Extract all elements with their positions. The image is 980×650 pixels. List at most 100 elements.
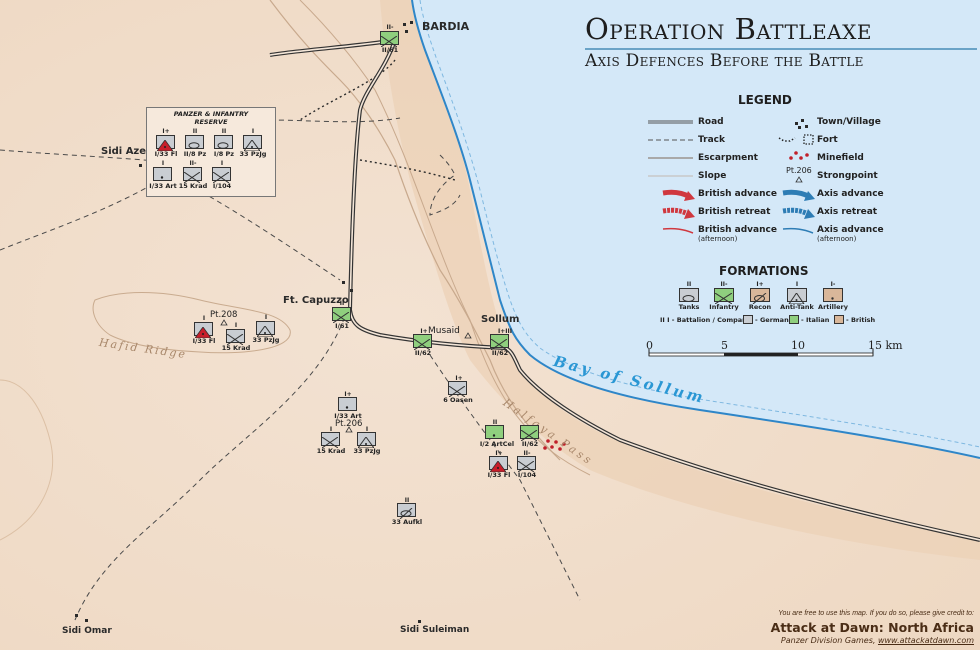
flak-icon	[489, 456, 508, 473]
strongpoints	[220, 319, 472, 433]
unit-size: II-	[523, 450, 531, 457]
slope-line	[0, 379, 54, 541]
infantry-icon	[490, 334, 509, 351]
unit-label: 33 PzJg	[353, 447, 381, 455]
unit-label: 15 Krad	[221, 344, 251, 352]
credit-line1: You are free to use this map. If you do …	[778, 610, 974, 617]
formation-tanks-size: II	[686, 281, 692, 288]
british-key: - British	[846, 316, 876, 324]
place-ft-capuzzo: Ft. Capuzzo	[283, 295, 349, 306]
unit-label: 15 Krad	[316, 447, 346, 455]
unit-label: I/8 Pz	[213, 150, 235, 158]
legend-symbols	[648, 119, 815, 234]
unit-label: 15 Krad	[178, 182, 208, 190]
unit-label: II/62	[491, 349, 509, 357]
unit-label: I/33 Art	[149, 182, 177, 190]
legend-heading: LEGEND	[738, 93, 792, 107]
unit-label: I/33 Fl	[154, 150, 178, 158]
legend-town: Town/Village	[817, 117, 881, 127]
legend-british-advance: British advance	[698, 189, 777, 199]
legend-axis-afternoon-sub: (afternoon)	[817, 235, 857, 243]
unit-size: I	[329, 426, 333, 433]
scale-10: 10	[791, 339, 805, 352]
map-title: Operation Battleaxe Axis Defences Before…	[585, 12, 977, 72]
german-swatch-icon	[743, 315, 753, 324]
infantry-icon	[183, 167, 202, 184]
recon-icon	[397, 503, 416, 520]
flak-icon	[156, 135, 175, 152]
unit-size: I+	[420, 328, 428, 335]
infantry-icon	[520, 425, 539, 442]
title-subtitle: Axis Defences Before the Battle	[585, 51, 864, 71]
formations-heading: FORMATIONS	[719, 264, 809, 278]
reserve-title-line2: RESERVE	[194, 118, 228, 126]
antitank-icon	[256, 321, 275, 338]
scale-15km: 15 km	[868, 339, 903, 352]
unit-size: II	[192, 128, 198, 135]
place-pt208: Pt.208	[210, 310, 238, 320]
artillery-icon	[338, 397, 357, 411]
escarpment-line	[269, 0, 561, 461]
unit-size: I+III	[498, 328, 512, 335]
place-sidi-azeiz: Sidi Azeiz	[101, 146, 156, 157]
unit-size: I	[161, 160, 165, 167]
credit-title: Attack at Dawn: North Africa	[770, 620, 974, 635]
unit-label: 33 PzJg	[239, 150, 267, 158]
reserve-title: PANZER & INFANTRY RESERVE	[147, 110, 275, 126]
panzer-infantry-reserve-box: PANZER & INFANTRY RESERVE	[146, 107, 276, 197]
unit-size: I	[365, 426, 369, 433]
place-sidi-omar: Sidi Omar	[62, 626, 112, 636]
unit-size: II	[339, 300, 345, 307]
unit-size: I+	[495, 450, 503, 457]
formation-antitank-size: I	[795, 281, 799, 288]
unit-label: I/33 Fl	[487, 471, 511, 479]
coast-shallows	[419, 0, 980, 448]
legend-slope: Slope	[698, 171, 727, 181]
unit-label: I/104	[212, 182, 232, 190]
minefield	[543, 439, 566, 451]
recon-symbol-icon	[750, 288, 770, 305]
unit-size: II	[221, 128, 227, 135]
unit-label: I/2 ArtCel	[479, 440, 515, 448]
legend-axis-afternoon-label: Axis advance	[817, 225, 884, 235]
legend-axis-advance: Axis advance	[817, 189, 884, 199]
legend-british-afternoon-sub: (afternoon)	[698, 235, 738, 243]
legend-escarpment: Escarpment	[698, 153, 758, 163]
infantry-icon	[448, 381, 467, 398]
unit-size: I	[234, 322, 238, 329]
scale-5: 5	[721, 339, 728, 352]
british-swatch-icon	[834, 315, 844, 324]
infantry-icon	[332, 307, 351, 324]
formation-artillery-size: I-	[830, 281, 836, 288]
unit-size: I+	[162, 128, 170, 135]
artillery-icon	[485, 425, 504, 439]
artillery-symbol-icon	[823, 288, 843, 302]
hafid-ridge-contour	[92, 292, 291, 354]
unit-size: I+	[344, 391, 352, 398]
legend-british-retreat: British retreat	[698, 207, 771, 217]
infantry-icon	[413, 334, 432, 351]
legend-axis-afternoon: Axis advance (afternoon)	[817, 225, 884, 243]
unit-size: I	[202, 315, 206, 322]
legend-strongpoint: Strongpoint	[817, 171, 878, 181]
formation-artillery-label: Artillery	[818, 303, 848, 311]
credit-website-link[interactable]: www.attackatdawn.com	[877, 636, 974, 645]
sea-area	[412, 0, 980, 458]
legend-axis-retreat: Axis retreat	[817, 207, 878, 217]
tanks-icon	[185, 135, 204, 149]
coastal-plain	[380, 0, 980, 560]
infantry-icon	[321, 432, 340, 449]
unit-label: 33 Aufkl	[391, 518, 423, 526]
formation-recon-label: Recon	[748, 303, 772, 311]
unit-label: I/104	[517, 471, 537, 479]
reserve-title-line1: PANZER & INFANTRY	[173, 110, 249, 118]
place-bardia: BARDIA	[422, 20, 470, 33]
legend-strongpoint-sample: Pt.206	[786, 166, 812, 175]
unit-label: II/62	[414, 349, 432, 357]
scale-bar	[648, 349, 874, 357]
roads	[269, 38, 980, 542]
formation-infantry-label: Infantry	[709, 303, 739, 311]
unit-size: II	[492, 419, 498, 426]
legend-british-afternoon: British advance (afternoon)	[698, 225, 777, 243]
